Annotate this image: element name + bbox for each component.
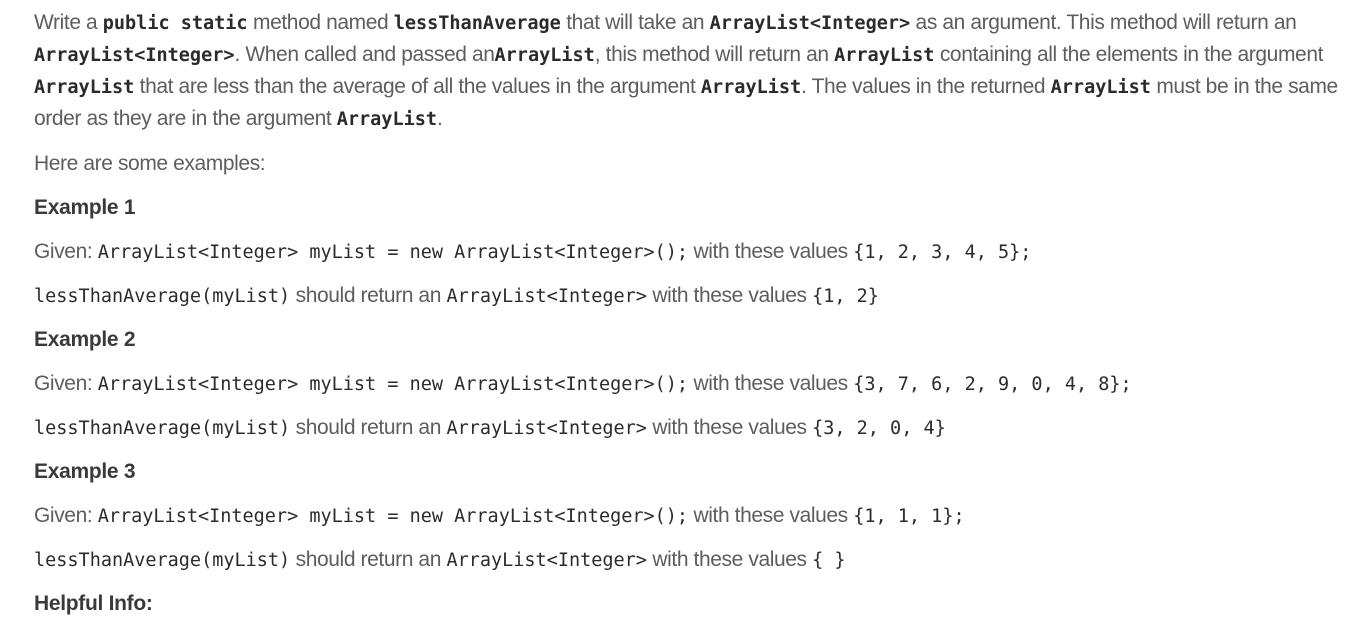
code-arraylist-integer: ArrayList<Integer> (709, 13, 911, 34)
given-code: ArrayList<Integer> myList = new ArrayLis… (97, 374, 689, 395)
with-values-text: with these values (646, 548, 813, 571)
call-code: lessThanAverage(myList) (34, 286, 291, 307)
example-given-line: Given: ArrayList<Integer> myList = new A… (34, 369, 1352, 413)
call-code: lessThanAverage(myList) (34, 418, 291, 439)
return-type: ArrayList<Integer> (446, 418, 647, 439)
input-values: {1, 2, 3, 4, 5}; (853, 242, 1032, 263)
input-values: {1, 1, 1}; (853, 506, 965, 527)
example-result-line: lessThanAverage(myList) should return an… (34, 545, 1352, 589)
should-return-text: should return an (290, 416, 447, 439)
examples-intro: Here are some examples: (34, 152, 266, 175)
example-heading: Example 1 (34, 196, 136, 219)
example-heading: Example 2 (34, 328, 136, 351)
code-arraylist: ArrayList (494, 45, 595, 66)
should-return-text: should return an (290, 284, 447, 307)
code-public-static: public static (102, 13, 248, 34)
intro-paragraph: Write a public static method named lessT… (34, 7, 1352, 135)
intro-text: that will take an (560, 11, 710, 34)
call-code: lessThanAverage(myList) (34, 550, 291, 571)
given-code: ArrayList<Integer> myList = new ArrayLis… (97, 242, 689, 263)
code-method-name: lessThanAverage (393, 13, 561, 34)
intro-text: Write a (34, 11, 103, 34)
example-given-line: Given: ArrayList<Integer> myList = new A… (34, 237, 1352, 281)
intro-text: . (437, 107, 443, 130)
given-code: ArrayList<Integer> myList = new ArrayLis… (97, 506, 689, 527)
with-values-text: with these values (688, 504, 854, 527)
intro-text: , this method will return an (594, 43, 835, 66)
intro-text: must be in the same order as they are in… (34, 75, 1338, 130)
with-values-text: with these values (688, 372, 854, 395)
example-heading: Example 3 (34, 460, 136, 483)
intro-text: as an argument. This method will return … (910, 11, 1297, 34)
intro-text: . The values in the returned (801, 75, 1051, 98)
given-label: Given: (34, 504, 98, 527)
output-values: { } (812, 550, 846, 571)
given-label: Given: (34, 240, 98, 263)
with-values-text: with these values (646, 416, 813, 439)
code-arraylist: ArrayList (700, 77, 802, 98)
code-arraylist: ArrayList (336, 109, 437, 130)
code-arraylist: ArrayList (834, 45, 935, 66)
example-given-line: Given: ArrayList<Integer> myList = new A… (34, 501, 1352, 545)
example-result-line: lessThanAverage(myList) should return an… (34, 413, 1352, 457)
intro-text: containing all the elements in the argum… (934, 43, 1324, 66)
intro-text: method named (247, 11, 394, 34)
code-arraylist-integer: ArrayList<Integer> (34, 45, 235, 66)
helpful-info-heading: Helpful Info: (34, 592, 153, 615)
intro-text: . When called and passed an (234, 43, 495, 66)
output-values: {3, 2, 0, 4} (812, 418, 946, 439)
return-type: ArrayList<Integer> (446, 286, 647, 307)
should-return-text: should return an (290, 548, 447, 571)
given-label: Given: (34, 372, 98, 395)
example-result-line: lessThanAverage(myList) should return an… (34, 281, 1352, 325)
code-arraylist: ArrayList (1050, 77, 1151, 98)
problem-description: Write a public static method named lessT… (34, 7, 1352, 633)
return-type: ArrayList<Integer> (446, 550, 647, 571)
input-values: {3, 7, 6, 2, 9, 0, 4, 8}; (853, 374, 1132, 395)
code-arraylist: ArrayList (34, 77, 135, 98)
output-values: {1, 2} (812, 286, 879, 307)
intro-text: that are less than the average of all th… (134, 75, 701, 98)
with-values-text: with these values (646, 284, 813, 307)
with-values-text: with these values (688, 240, 854, 263)
